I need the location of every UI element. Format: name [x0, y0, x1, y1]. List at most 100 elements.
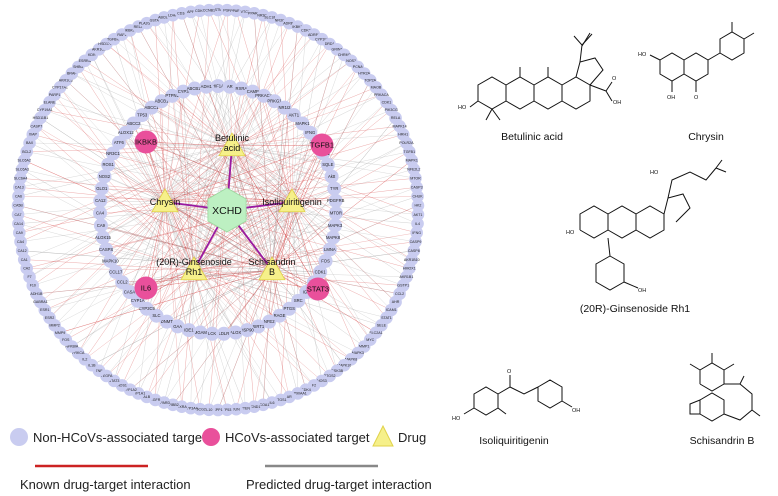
interaction-edge — [164, 201, 330, 377]
target-label: SELE — [377, 324, 387, 328]
interaction-edge — [269, 201, 293, 322]
target-label: SLC18A1 — [264, 16, 279, 20]
target-node: SLC — [149, 308, 164, 323]
legend: Non-HCoVs-associated target HCoVs-associ… — [10, 424, 432, 492]
interaction-edge — [106, 201, 293, 250]
target-label: CA7 — [15, 213, 22, 217]
target-label: PPARG — [248, 12, 261, 16]
interaction-edge — [194, 88, 273, 271]
interaction-edge — [231, 145, 412, 260]
interaction-edge — [145, 145, 233, 289]
drug-label: Rh1 — [186, 267, 203, 277]
target-node: HIF1A — [211, 79, 225, 94]
interaction-edge — [108, 164, 273, 271]
target-node: CA9 — [93, 218, 108, 233]
target-label: SPP1 — [213, 408, 222, 412]
interaction-edge — [271, 269, 307, 390]
target-node: CASP3 — [410, 180, 424, 194]
interaction-edge — [231, 145, 419, 215]
target-label: TGFB1 — [404, 150, 416, 154]
target-label: ESR2 — [45, 316, 54, 320]
interaction-edge — [104, 176, 166, 203]
interaction-edge — [164, 178, 416, 203]
target-node: NFE2 — [262, 314, 277, 329]
target-label: LDHA — [168, 13, 178, 17]
interaction-edge — [146, 201, 293, 397]
target-node: CA5B — [11, 199, 25, 212]
ginsenoside-ho-atom: HO — [650, 170, 659, 176]
interaction-edge — [271, 269, 377, 333]
interaction-edge — [19, 145, 233, 188]
target-label: HSD11B1 — [33, 116, 49, 120]
target-label: CA9 — [97, 223, 106, 228]
target-node: IDE1 — [181, 323, 196, 338]
interaction-edge — [71, 73, 293, 203]
interaction-edge — [231, 145, 336, 226]
target-label: IKBKB — [125, 29, 136, 33]
target-label: ERBB2 — [167, 403, 179, 407]
target-node: TP53 — [135, 108, 150, 123]
interaction-edge — [206, 86, 293, 203]
target-label: TP53 — [223, 408, 232, 412]
target-label: CA12 — [95, 198, 106, 203]
interaction-edge — [231, 54, 345, 147]
interaction-edge — [190, 269, 195, 409]
target-label: GSK3B — [331, 369, 344, 373]
target-label: AKT1 — [289, 112, 300, 117]
target-label: IL4 — [415, 222, 420, 226]
interaction-edge — [254, 13, 273, 271]
target-label: CASPS — [99, 247, 113, 252]
interaction-edge — [18, 205, 273, 271]
interaction-edge — [193, 269, 352, 360]
structure-ginsenoside-rh1 — [579, 159, 727, 291]
interaction-edge — [164, 10, 200, 203]
target-node: IL4 — [411, 217, 424, 230]
target-label: CA4 — [17, 240, 24, 244]
interaction-edge — [108, 164, 273, 271]
interaction-edge — [231, 145, 319, 290]
interaction-edge — [193, 86, 219, 271]
target-label: CA6 — [15, 195, 22, 199]
target-node: AKT1 — [286, 108, 301, 123]
interaction-edge — [231, 15, 264, 147]
target-label: ESRRA — [79, 59, 92, 63]
interaction-edge — [193, 187, 417, 271]
interaction-edge — [146, 145, 233, 309]
hcov-target-node: IKBKB — [134, 130, 158, 154]
interaction-edge — [24, 160, 273, 271]
target-node: SPP1 — [211, 403, 225, 417]
interaction-edge — [231, 145, 334, 238]
interaction-edge — [156, 145, 233, 316]
interaction-edge — [164, 43, 330, 203]
interaction-edge — [19, 145, 233, 233]
interaction-edge — [271, 269, 345, 366]
target-label: GSTA1 — [150, 18, 162, 22]
interaction-edge — [231, 145, 255, 407]
interaction-edge — [231, 145, 418, 224]
interaction-edge — [164, 101, 275, 203]
target-label: GSTM1 — [212, 8, 224, 12]
interaction-edge — [164, 23, 290, 203]
target-node: MAPK3 — [328, 218, 343, 233]
interaction-edge — [193, 66, 358, 271]
target-label: IFNG — [412, 231, 421, 235]
interaction-edge — [164, 201, 290, 397]
interaction-edge — [193, 200, 336, 271]
target-node: PGR — [220, 3, 234, 17]
target-label: RELA — [391, 116, 401, 120]
interaction-edge — [291, 201, 412, 260]
target-label: IGH — [303, 289, 310, 294]
target-label: TYR — [330, 186, 338, 191]
target-label: SQLE — [322, 162, 333, 167]
target-label: HSP90 — [240, 327, 254, 332]
interaction-edge — [271, 250, 414, 271]
center-node-xchd: XCHD — [207, 187, 247, 233]
interaction-edge — [164, 201, 200, 410]
interaction-edge — [271, 107, 285, 271]
target-label: HTR2A — [358, 72, 370, 76]
target-node: PTGS — [282, 301, 297, 316]
target-label: HMOX1 — [403, 267, 416, 271]
target-label: HSP90AA1 — [289, 392, 307, 396]
interaction-edge — [291, 164, 328, 203]
target-label: CYP1A1 — [131, 392, 145, 396]
